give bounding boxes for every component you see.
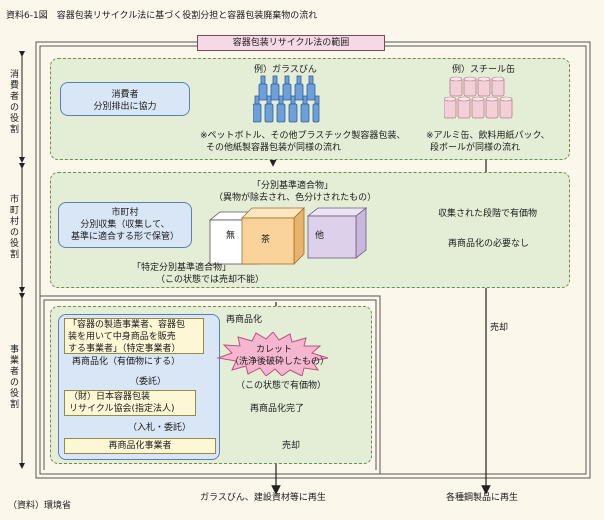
cube-brown-label: 茶: [261, 235, 271, 245]
cullet-valuable-label: （この状態で有価物）: [236, 381, 327, 391]
obligor-line3: する事業者」（特定事業者）: [68, 344, 181, 354]
municipality-title: 市町村: [111, 208, 139, 218]
recycle-valuable-label: 再商品化（有価物にする）: [72, 357, 181, 367]
consumer-title: 消費者: [111, 90, 139, 100]
steel-note-line2: 段ボールが同様の流れ: [430, 143, 521, 153]
cullet-burst-icon: [216, 332, 329, 376]
municipality-box: 市町村 分別収集（収集して、 基準に適合する形で保管）: [58, 202, 192, 248]
no-recycle-needed-note: 再商品化の必要なし: [446, 238, 532, 250]
cullet-desc: （洗浄後破砕したもの）: [230, 357, 330, 367]
steel-cans-icon: [444, 76, 513, 119]
cullet-label: カレット: [256, 345, 293, 355]
scope-boundary: [35, 41, 591, 479]
recycle-complete-label: 再商品化完了: [250, 404, 305, 414]
association-box: （財）日本容器包装 リサイクル協会(指定法人): [64, 390, 196, 416]
scope-label: 容器包装リサイクル法の範囲: [197, 35, 385, 51]
cube-other-label: 他: [315, 231, 325, 241]
role-municipality: 市町村の役割: [9, 195, 19, 260]
result-left-label: ガラスびん、建設資材等に再生: [200, 493, 326, 503]
glass-note-line2: その他紙製容器包装が同様の流れ: [206, 143, 342, 153]
standard-material-desc: （異物が除去され、色分けされたもの）: [214, 193, 377, 203]
specific-material-desc: （この状態では売却不能）: [156, 275, 265, 285]
obligor-line1: 「容器の製造事業者、容器包: [68, 320, 186, 330]
cube-clear-label: 無: [226, 231, 236, 241]
figure-title: 資料6-1図 容器包装リサイクル法に基づく役割分担と容器包装廃棄物の流れ: [6, 11, 318, 21]
source-note: （資料）環境省: [8, 501, 72, 511]
consumer-duty: 分別排出に協力: [93, 102, 157, 112]
sale-left-label: 売却: [282, 441, 301, 451]
consumer-box: 消費者 分別排出に協力: [60, 82, 190, 116]
standard-material-label: 「分別基準適合物」: [252, 181, 334, 191]
collected-valuable-note: 収集された段階で有価物: [436, 208, 540, 220]
inner-boundary: [39, 295, 381, 474]
steel-example-label: 例）スチール缶: [452, 65, 516, 75]
result-right-label: 各種鋼製品に再生: [446, 493, 519, 503]
sale-right-label: 売却: [490, 323, 509, 333]
specific-material-label: 「特定分別基準適合物」: [132, 263, 232, 273]
association-line2: リサイクル協会(指定法人): [69, 404, 175, 414]
role-business: 事業者の役割: [9, 345, 19, 410]
recycler-box: 再商品化事業者: [64, 438, 216, 454]
obligor-line2: 装を用いて中身商品を販売: [68, 332, 176, 342]
commission-label: （委託）: [130, 377, 167, 387]
obligor-box: 「容器の製造事業者、容器包 装を用いて中身商品を販売 する事業者」（特定事業者）: [64, 318, 204, 354]
municipality-duty: 分別収集（収集して、: [80, 220, 170, 230]
recycle-label: 再商品化: [226, 315, 263, 325]
glass-bottles-icon: [253, 75, 320, 123]
glass-example-label: 例）ガラスびん: [254, 65, 317, 75]
steel-note-line1: ※アルミ缶、飲料用紙パック、: [426, 131, 550, 141]
role-consumer: 消費者の役割: [9, 70, 19, 135]
sorted-cubes-icon: [208, 207, 368, 265]
association-line1: （財）日本容器包装: [69, 392, 151, 402]
bid-commission-label: （入札・委託）: [128, 423, 192, 433]
municipality-duty-detail: 基準に適合する形で保管）: [70, 232, 179, 242]
glass-note-line1: ※ペットボトル、その他プラスチック製容器包装、: [200, 131, 406, 141]
